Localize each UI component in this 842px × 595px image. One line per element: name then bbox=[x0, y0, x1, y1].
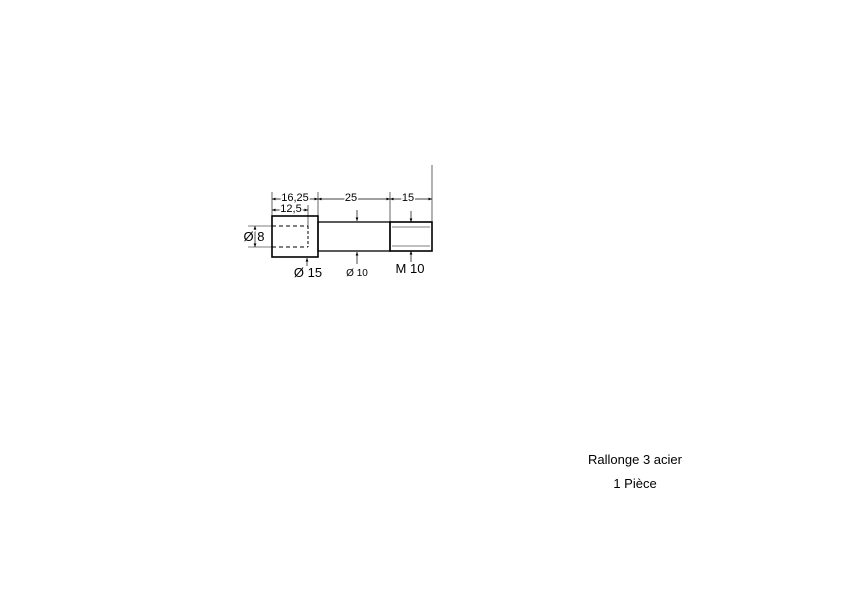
part-quantity: 1 Pièce bbox=[613, 476, 657, 491]
dim-15: 15 bbox=[402, 192, 414, 204]
dim-dia-8: Ø 8 bbox=[244, 229, 265, 244]
dimension-lines bbox=[253, 197, 432, 266]
part-outline bbox=[271, 215, 433, 258]
head-section bbox=[271, 215, 319, 258]
dim-25: 25 bbox=[345, 192, 357, 204]
part-name: Rallonge 3 acier bbox=[588, 452, 682, 467]
extension-lines bbox=[248, 165, 433, 248]
shank-section bbox=[317, 221, 391, 252]
thread-section bbox=[389, 221, 433, 252]
dim-dia-10: Ø 10 bbox=[346, 268, 368, 279]
dim-dia-15: Ø 15 bbox=[294, 265, 322, 280]
dim-16-25: 16,25 bbox=[281, 192, 309, 204]
dim-m10: M 10 bbox=[396, 261, 425, 276]
dim-12-5: 12,5 bbox=[280, 203, 301, 215]
dimension-texts: 16,25 12,5 25 15 Ø 8 Ø 15 Ø 10 M 10 bbox=[242, 191, 425, 281]
